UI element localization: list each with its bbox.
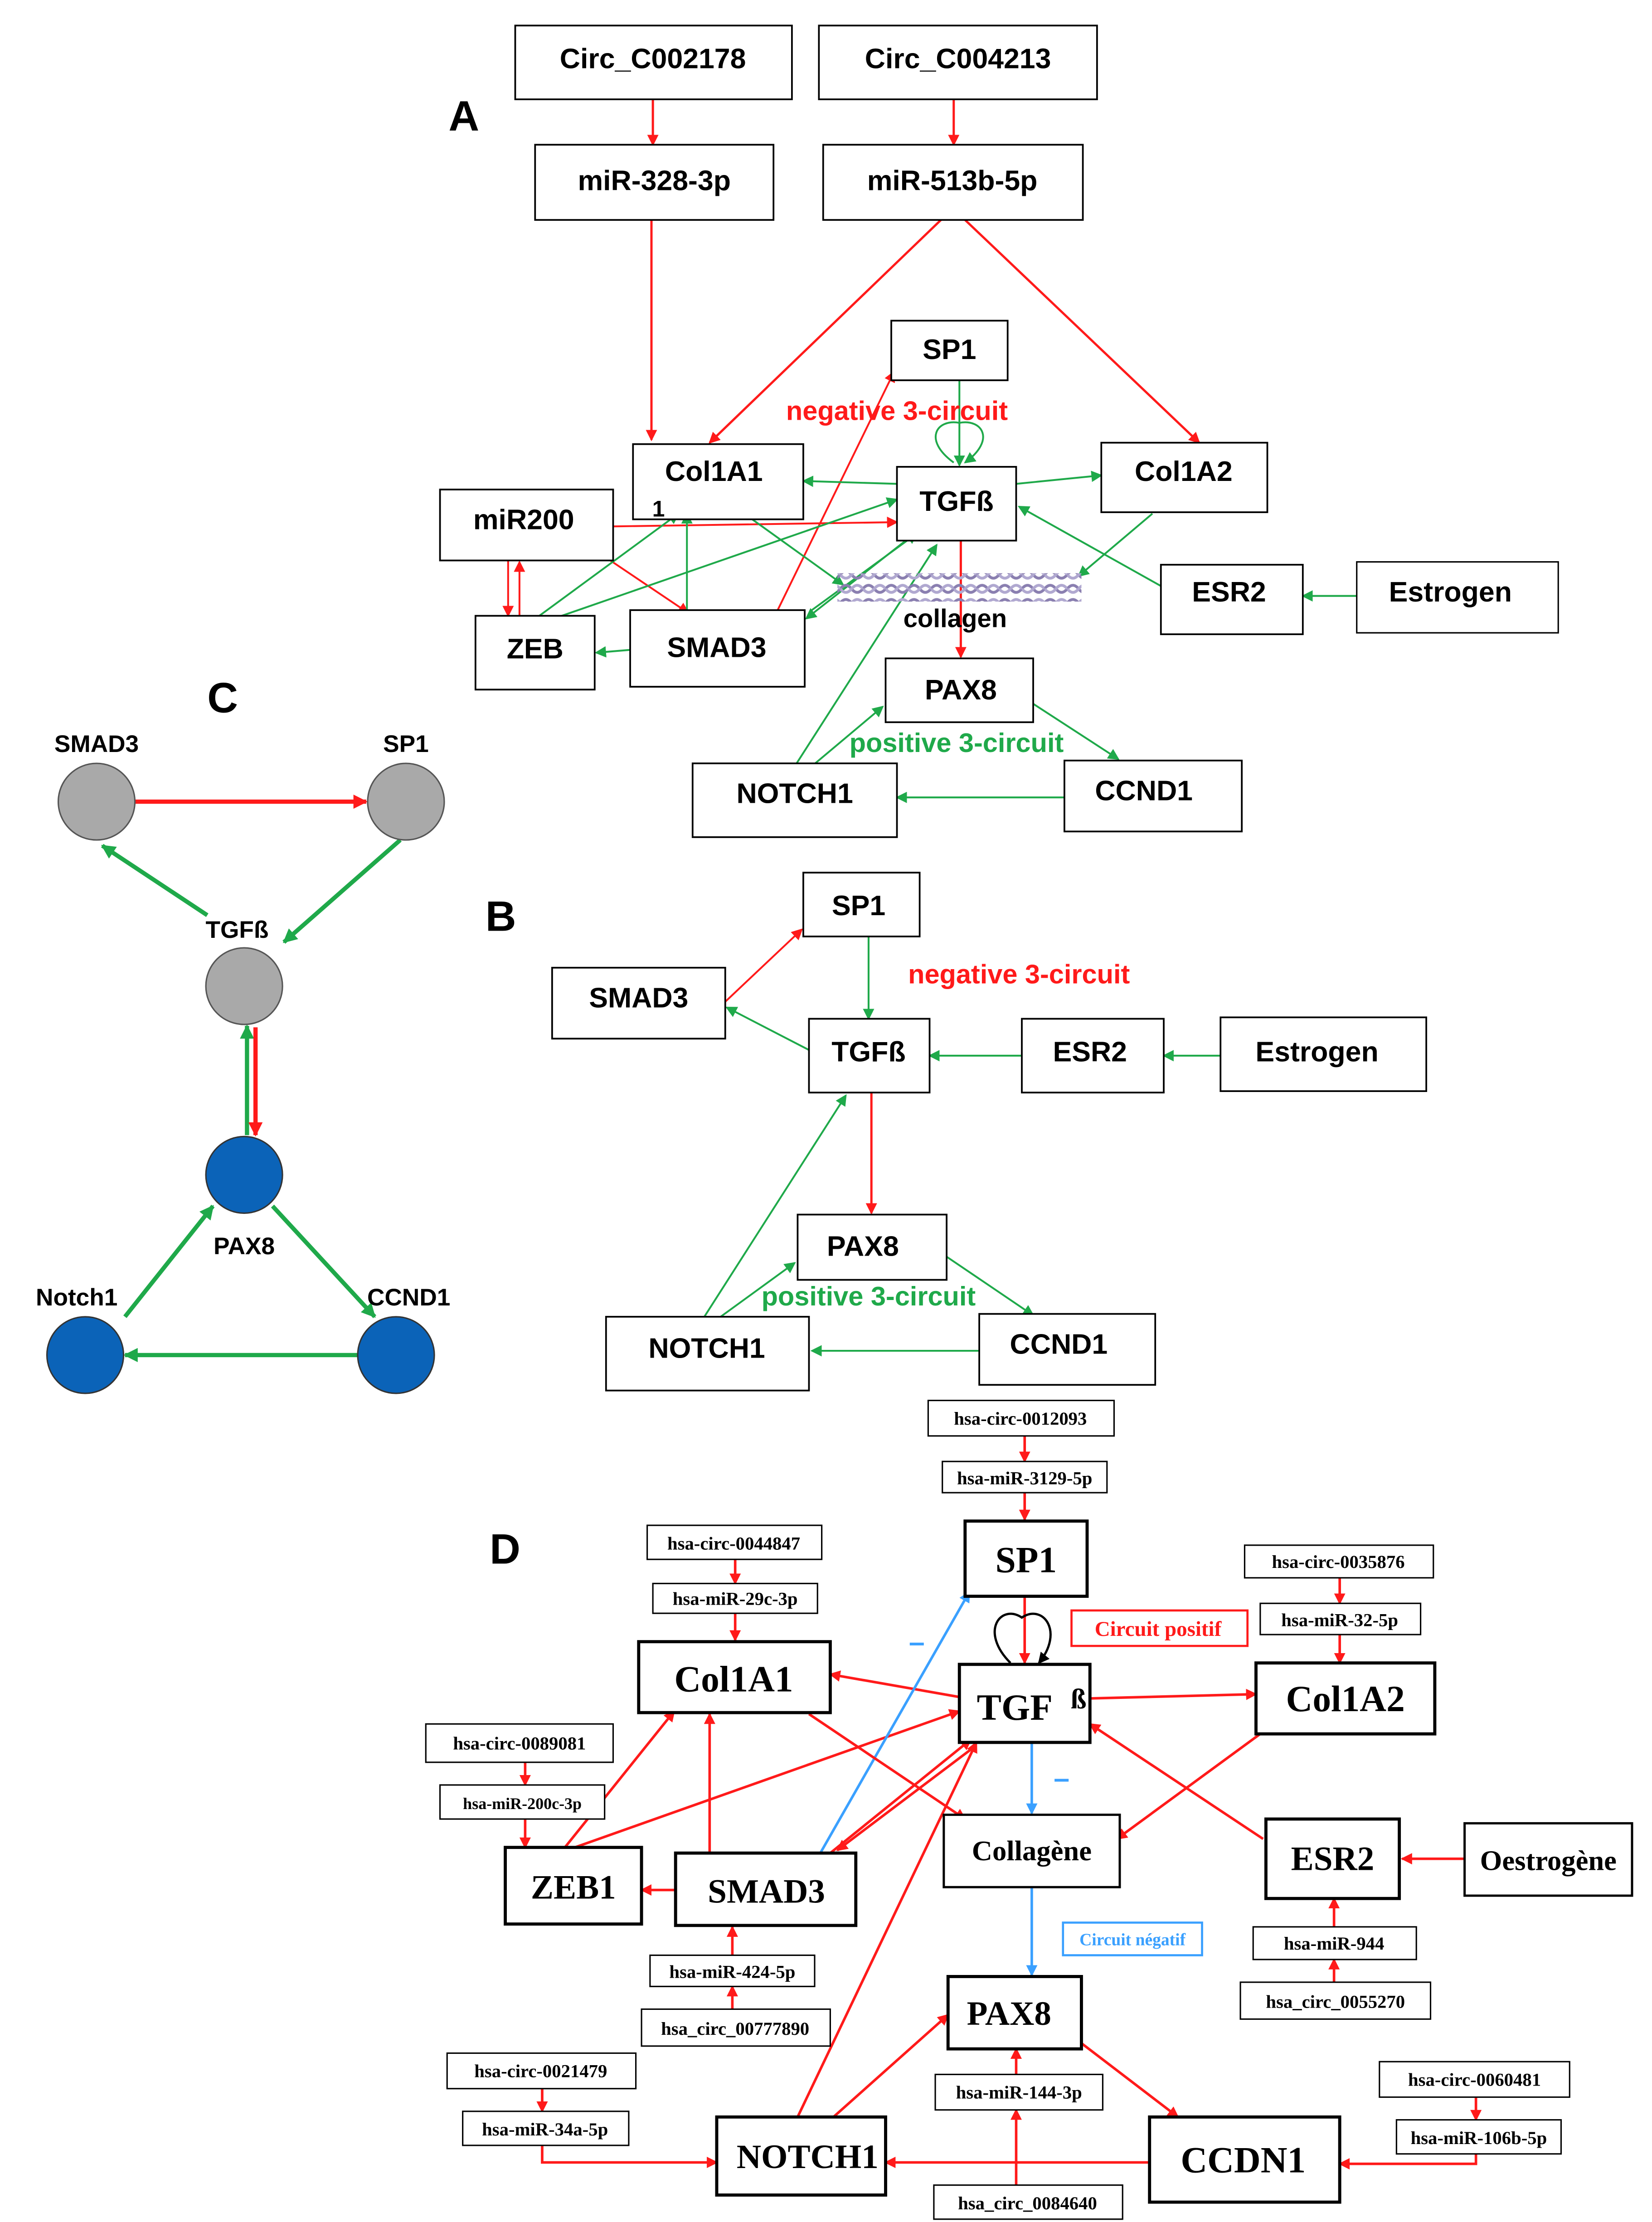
- node-col1a1-subscript: 1: [652, 496, 665, 521]
- label-negative-circuit-b: negative 3-circuit: [908, 959, 1130, 989]
- d-node-mir-106b-5p: hsa-miR-106b-5p: [1411, 2128, 1547, 2148]
- b-node-tgfb: TGFß: [831, 1036, 905, 1067]
- d-node-mir-32-5p: hsa-miR-32-5p: [1281, 1610, 1398, 1630]
- node-mir-513b-5p: miR-513b-5p: [867, 165, 1038, 196]
- d-node-tgfb-beta: ß: [1071, 1683, 1087, 1715]
- c-label-sp1: SP1: [383, 731, 429, 757]
- d-node-mir-3129-5p: hsa-miR-3129-5p: [957, 1468, 1092, 1488]
- panel-d-main-nodes: SP1 Col1A1 TGF ß Col1A2 ZEB1 SMAD3 Colla…: [504, 1519, 1633, 2204]
- node-esr2: ESR2: [1192, 576, 1266, 608]
- d-node-mir-29c-3p: hsa-miR-29c-3p: [673, 1588, 798, 1609]
- label-collagen: collagen: [904, 604, 1007, 633]
- panel-c-labels: SMAD3 SP1 TGFß PAX8 Notch1 CCND1: [36, 731, 450, 1311]
- d-node-mir-34a-5p: hsa-miR-34a-5p: [482, 2119, 608, 2140]
- panel-b-edges: [701, 928, 1221, 1357]
- b-node-sp1: SP1: [832, 890, 885, 922]
- collagen-helix-icon: [837, 573, 1082, 602]
- panel-a-nodes: Circ_C002178 Circ_C004213 miR-328-3p miR…: [439, 24, 1559, 838]
- panel-d: D: [425, 1400, 1633, 2220]
- panel-label-a: A: [448, 92, 479, 140]
- d-node-mir-944: hsa-miR-944: [1284, 1933, 1385, 1954]
- c-label-smad3: SMAD3: [54, 731, 139, 757]
- d-node-ccdn1: CCDN1: [1181, 2139, 1306, 2180]
- d-node-circ-0055270: hsa_circ_0055270: [1266, 1991, 1405, 2012]
- d-node-circ-0084640: hsa_circ_0084640: [958, 2193, 1097, 2213]
- d-node-col1a1: Col1A1: [674, 1658, 793, 1699]
- label-circuit-positif: Circuit positif: [1095, 1617, 1222, 1641]
- panel-label-b: B: [486, 892, 516, 940]
- panel-b-nodes: SP1 SMAD3 TGFß ESR2 Estrogen PAX8 NOTCH1…: [551, 872, 1427, 1392]
- b-node-ccnd1: CCND1: [1010, 1328, 1108, 1360]
- b-node-notch1: NOTCH1: [648, 1333, 765, 1364]
- d-node-esr2: ESR2: [1291, 1840, 1375, 1878]
- d-node-mir-200c-3p: hsa-miR-200c-3p: [463, 1795, 582, 1813]
- node-circ-c002178: Circ_C002178: [560, 43, 746, 74]
- d-node-circ-00777890: hsa_circ_00777890: [661, 2018, 809, 2039]
- b-node-pax8: PAX8: [827, 1230, 899, 1262]
- d-node-oestrogene: Oestrogène: [1480, 1845, 1617, 1877]
- node-ccnd1: CCND1: [1095, 775, 1193, 806]
- node-zeb: ZEB: [507, 633, 564, 665]
- d-node-zeb1: ZEB1: [531, 1868, 616, 1906]
- b-node-esr2: ESR2: [1053, 1036, 1127, 1067]
- d-node-pax8: PAX8: [967, 1995, 1051, 2033]
- d-node-circ-0021479: hsa-circ-0021479: [474, 2061, 607, 2081]
- label-positive-circuit-b: positive 3-circuit: [762, 1281, 976, 1311]
- d-node-sp1: SP1: [996, 1539, 1057, 1580]
- node-pax8: PAX8: [925, 674, 997, 706]
- node-col1a2: Col1A2: [1135, 456, 1233, 487]
- node-estrogen: Estrogen: [1389, 576, 1512, 608]
- d-node-col1a2: Col1A2: [1286, 1678, 1405, 1719]
- d-node-mir-144-3p: hsa-miR-144-3p: [956, 2082, 1082, 2103]
- d-node-circ-0012093: hsa-circ-0012093: [954, 1408, 1087, 1429]
- label-positive-circuit-a: positive 3-circuit: [850, 728, 1064, 758]
- d-node-circ-0089081: hsa-circ-0089081: [453, 1733, 586, 1754]
- d-node-circ-0044847: hsa-circ-0044847: [667, 1533, 800, 1553]
- b-node-smad3: SMAD3: [589, 982, 688, 1014]
- label-negative-circuit-a: negative 3-circuit: [786, 396, 1008, 426]
- circuit-positif-box: [1070, 1609, 1249, 1647]
- panel-a: A: [439, 24, 1559, 838]
- panel-c-edges: [101, 794, 402, 1363]
- c-label-ccnd1: CCND1: [367, 1284, 450, 1311]
- node-mir200: miR200: [473, 504, 574, 536]
- label-circuit-negatif: Circuit négatif: [1079, 1931, 1186, 1950]
- panel-c: C SMAD3 SP1 TGFß PAX8 Notch1 CCND1: [36, 674, 450, 1394]
- c-label-tgfb: TGFß: [205, 917, 268, 943]
- circuit-negatif-box: [1062, 1921, 1203, 1956]
- node-mir-328-3p: miR-328-3p: [578, 165, 731, 196]
- panel-label-c: C: [207, 674, 238, 721]
- node-smad3: SMAD3: [667, 631, 766, 663]
- d-node-tgfb: TGF: [977, 1687, 1053, 1728]
- blue-minus-upper: –: [909, 1626, 925, 1658]
- panel-c-nodes: [46, 762, 445, 1394]
- d-node-collagene: Collagène: [972, 1835, 1092, 1867]
- d-node-mir-424-5p: hsa-miR-424-5p: [669, 1962, 795, 1982]
- d-node-circ-0035876: hsa-circ-0035876: [1272, 1552, 1404, 1572]
- b-node-estrogen: Estrogen: [1255, 1036, 1378, 1067]
- panel-d-small-nodes: hsa-circ-0012093 hsa-miR-3129-5p hsa-cir…: [425, 1400, 1570, 2220]
- node-circ-c004213: Circ_C004213: [865, 43, 1051, 74]
- c-label-pax8: PAX8: [214, 1233, 275, 1260]
- d-node-smad3: SMAD3: [708, 1873, 825, 1911]
- node-tgfb: TGFß: [919, 485, 993, 517]
- d-node-circ-0060481: hsa-circ-0060481: [1408, 2069, 1541, 2090]
- panel-d-edges: [519, 1436, 1482, 2185]
- d-node-notch1: NOTCH1: [737, 2138, 879, 2176]
- node-sp1: SP1: [923, 334, 976, 365]
- node-col1a1: Col1A1: [665, 456, 763, 487]
- c-label-notch1: Notch1: [36, 1284, 117, 1311]
- panel-label-d: D: [490, 1525, 520, 1573]
- panel-b: B SP1 SMAD3 TGFß ESR2 Estrogen: [486, 872, 1427, 1392]
- blue-minus-lower: –: [1054, 1762, 1069, 1794]
- node-notch1: NOTCH1: [736, 778, 853, 810]
